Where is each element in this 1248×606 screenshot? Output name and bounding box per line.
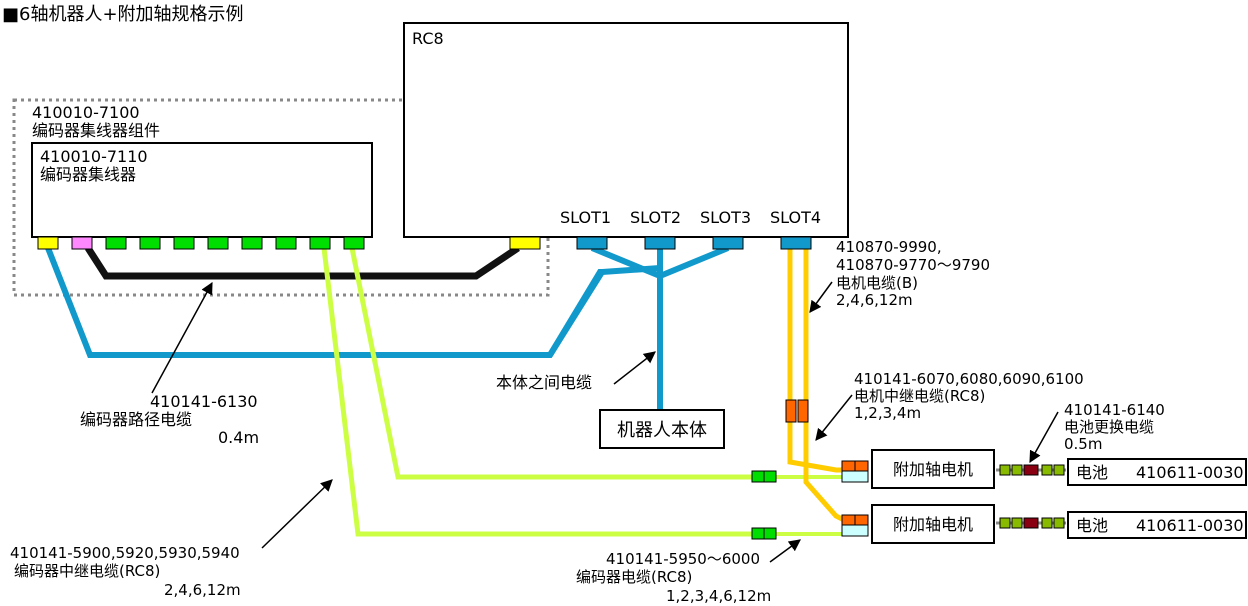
slot3-label: SLOT3 <box>700 208 751 227</box>
battery-plug-green <box>1011 517 1023 529</box>
battery-1 <box>1067 458 1247 486</box>
encoder-relay-connector <box>763 470 777 483</box>
battery-1-name: 电池 <box>1076 463 1108 482</box>
encoder-path-name: 编码器路径电缆 <box>80 410 192 429</box>
inter-body-cable-label: 本体之间电缆 <box>496 373 592 392</box>
slot4-connector <box>780 236 812 250</box>
battery-plug-green <box>1011 464 1023 476</box>
motor-power-connector <box>854 460 869 472</box>
hub-connector-green <box>275 236 297 250</box>
motor-relay-length: 1,2,3,4m <box>854 404 921 422</box>
battery-plug-green <box>999 464 1011 476</box>
motor-relay-arrow <box>815 394 853 441</box>
hub-connector-green <box>309 236 331 250</box>
motor-cable-arrow <box>809 281 833 313</box>
blue-hub-slot-cable-2 <box>547 265 661 357</box>
axis-motor-1 <box>871 449 995 489</box>
slot1-label: SLOT1 <box>560 208 611 227</box>
hub-kit-name: 编码器集线器组件 <box>32 121 160 140</box>
hub-connector-green <box>241 236 263 250</box>
hub-connector-green <box>343 236 365 250</box>
axis-motor-1-label: 附加轴电机 <box>893 460 973 479</box>
battery-cable-length: 0.5m <box>1064 435 1102 453</box>
battery-2-name: 电池 <box>1076 516 1108 535</box>
orange-motor-cable-2 <box>803 248 846 523</box>
motor-encoder-connector <box>841 524 869 537</box>
axis-motor-2-label: 附加轴电机 <box>893 515 973 534</box>
robot-body-label: 机器人本体 <box>617 420 707 441</box>
robot-body <box>599 409 725 449</box>
motor-relay-name: 电机中继电缆(RC8) <box>854 387 985 405</box>
rc8-encoder-connector <box>509 236 541 250</box>
blue-slot1-cable <box>590 245 662 279</box>
motor-power-connector <box>854 514 869 526</box>
battery-cable-name: 电池更换电缆 <box>1064 418 1154 436</box>
motor-relay-connector <box>797 399 809 423</box>
hub-connector-green <box>105 236 127 250</box>
encoder-relay-connector <box>751 527 765 540</box>
encoder-cable-name: 编码器电缆(RC8) <box>576 568 692 586</box>
motor-relay-part: 410141-6070,6080,6090,6100 <box>854 370 1084 388</box>
hub-kit-part: 410010-7100 <box>32 103 140 122</box>
orange-motor-cable-1 <box>787 248 844 473</box>
hub-connector-green <box>207 236 229 250</box>
slot1-connector <box>576 236 608 250</box>
page-title: ■6轴机器人+附加轴规格示例 <box>2 4 244 25</box>
encoder-relay-connector <box>751 470 765 483</box>
battery-plug-red <box>1023 464 1039 476</box>
battery-plug-green <box>1053 517 1065 529</box>
battery-1-part: 410611-0030 <box>1136 463 1244 482</box>
encoder-cable-part: 410141-5950～6000 <box>606 550 760 568</box>
battery-2-part: 410611-0030 <box>1136 516 1244 535</box>
slot3-connector <box>712 236 744 250</box>
hub-connector-yellow <box>37 236 59 250</box>
encoder-cable-arrow <box>769 539 801 563</box>
battery-plug-green <box>999 517 1011 529</box>
motor-encoder-connector <box>841 470 869 483</box>
black-encoder-path-cable <box>85 245 520 280</box>
encoder-cable-length: 1,2,3,4,6,12m <box>666 587 771 605</box>
encoder-hub <box>31 142 373 238</box>
hub-connector-green <box>139 236 161 250</box>
motor-power-connector <box>841 514 856 526</box>
battery-cable-part: 410141-6140 <box>1064 401 1165 419</box>
motor-cable-length: 2,4,6,12m <box>836 291 913 309</box>
encoder-relay-part: 410141-5900,5920,5930,5940 <box>10 544 240 562</box>
encoder-path-part: 410141-6130 <box>150 392 258 411</box>
rc8-label: RC8 <box>412 29 444 48</box>
inter-body-cable-arrow <box>613 351 656 385</box>
battery-2 <box>1067 511 1247 539</box>
hub-part: 410010-7110 <box>40 147 148 166</box>
slot2-label: SLOT2 <box>630 208 681 227</box>
slot4-label: SLOT4 <box>770 208 821 227</box>
encoder-relay-arrow <box>261 479 333 549</box>
battery-plug-green <box>1041 517 1053 529</box>
encoder-relay-connector <box>763 527 777 540</box>
battery-plug-green <box>1053 464 1065 476</box>
motor-relay-connector <box>785 399 797 423</box>
hub-connector-pink <box>71 236 93 250</box>
axis-motor-2 <box>871 504 995 544</box>
motor-cable-part2: 410870-9770～9790 <box>836 256 990 274</box>
battery-plug-green <box>1041 464 1053 476</box>
rc8-controller <box>403 22 849 238</box>
encoder-path-length: 0.4m <box>218 428 259 447</box>
slot2-connector <box>644 236 676 250</box>
blue-slot3-cable <box>658 245 730 279</box>
hub-name: 编码器集线器 <box>40 165 136 184</box>
battery-cable-arrow <box>1029 411 1059 464</box>
lime-encoder-relay-cable-1 <box>321 247 762 537</box>
encoder-path-arrow <box>151 281 213 394</box>
motor-power-connector <box>841 460 856 472</box>
battery-plug-red <box>1023 517 1039 529</box>
lime-encoder-relay-cable-2 <box>349 247 762 480</box>
motor-cable-part1: 410870-9990, <box>836 238 942 256</box>
encoder-relay-length: 2,4,6,12m <box>164 581 241 599</box>
motor-cable-name: 电机电缆(B) <box>836 274 918 292</box>
hub-connector-green <box>173 236 195 250</box>
encoder-relay-name: 编码器中继电缆(RC8) <box>14 562 160 580</box>
